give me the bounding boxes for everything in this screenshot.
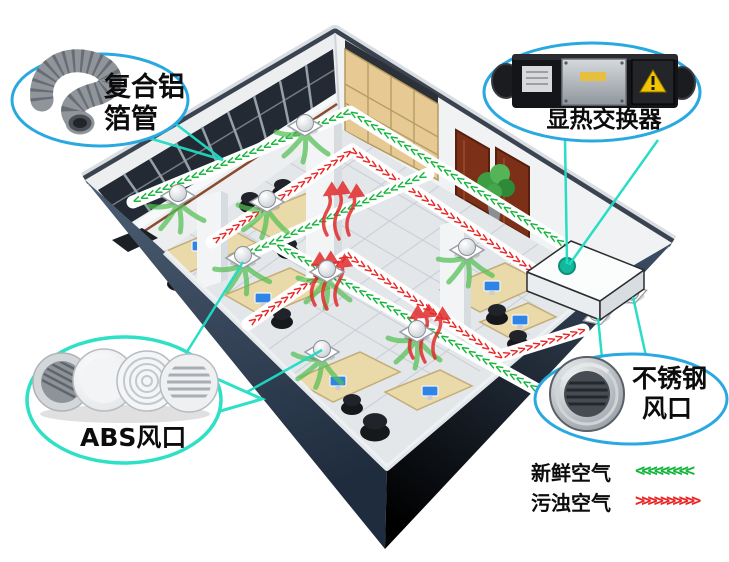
callout-steel-vent bbox=[533, 352, 729, 446]
callout-flex-duct bbox=[10, 49, 190, 148]
legend-exhaust-air-row: 污浊空气 >>>>>>>>>> bbox=[531, 486, 701, 516]
flexible-duct-icon bbox=[30, 49, 122, 135]
steel-vent-label-line2: 风口 bbox=[642, 393, 693, 423]
heat-exchanger-icon bbox=[491, 54, 696, 108]
callout-abs-vent bbox=[25, 335, 267, 465]
front-left-wall bbox=[85, 180, 387, 549]
steel-vent-label: 不锈钢 风口 bbox=[632, 364, 707, 423]
flex-duct-label-line2: 箔管 bbox=[104, 103, 158, 135]
steel-vent-label-line1: 不锈钢 bbox=[632, 364, 708, 393]
abs-vent-label: ABS风口 bbox=[80, 423, 187, 452]
flex-duct-label: 复合铝 箔管 bbox=[104, 72, 185, 136]
callout-heat-exchanger bbox=[482, 41, 702, 143]
legend-exhaust-air-label: 污浊空气 bbox=[531, 490, 611, 515]
abs-vent-icon bbox=[32, 348, 219, 423]
legend-fresh-air-row: 新鲜空气 <<<<<<<<< bbox=[531, 456, 697, 486]
cabinet-top-band bbox=[345, 40, 438, 104]
legend-fresh-air-label: 新鲜空气 bbox=[531, 460, 611, 485]
callout-leader-lines bbox=[141, 117, 660, 394]
exhaust-air-arrows-icon: >>>>>>>>>> bbox=[635, 491, 701, 511]
window-band bbox=[98, 49, 336, 225]
heat-exchanger-label: 显热交换器 bbox=[546, 107, 662, 133]
heat-exchanger-unit bbox=[526, 240, 645, 321]
flex-duct-label-line1: 复合铝 bbox=[104, 72, 185, 103]
fresh-air-arrows-icon: <<<<<<<<< bbox=[635, 461, 695, 481]
steel-vent-icon bbox=[549, 356, 625, 432]
legend: 新鲜空气 <<<<<<<<< 污浊空气 >>>>>>>>>> bbox=[531, 456, 701, 516]
